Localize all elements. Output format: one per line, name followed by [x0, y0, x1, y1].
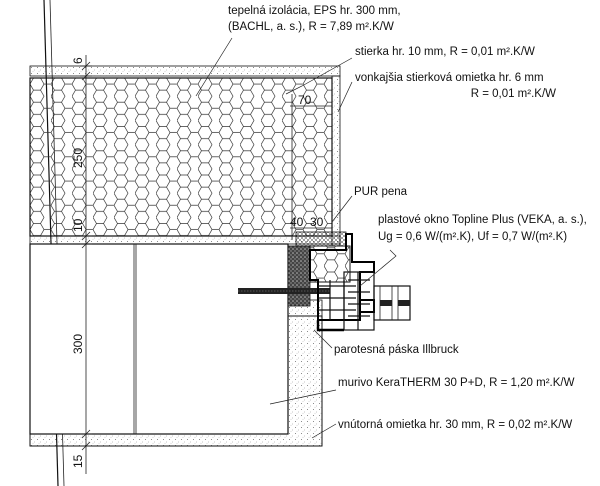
- masonry-wall: [29, 243, 289, 435]
- svg-text:vonkajšia stierková omietka hr: vonkajšia stierková omietka hr. 6 mm: [355, 72, 544, 84]
- glazing-unit: [373, 285, 411, 321]
- callout-pur: PUR pena: [354, 186, 408, 198]
- pur-foam: [287, 245, 311, 307]
- callout-filler: stierka hr. 10 mm, R = 0,01 m².K/W: [355, 46, 535, 58]
- pur-foam-top: [295, 231, 347, 247]
- leader-masonry: [269, 389, 337, 405]
- leader-window: [359, 249, 397, 287]
- leader-render: [337, 81, 353, 113]
- svg-text:tepelná izolácia, EPS hr. 300: tepelná izolácia, EPS hr. 300 mm,: [228, 5, 401, 17]
- detail-dim-40: 40: [290, 215, 304, 229]
- vapour-tape: [316, 320, 344, 332]
- filler-layer: [29, 235, 341, 245]
- svg-text:(BACHL, a. s.), R = 7,89 m².K/: (BACHL, a. s.), R = 7,89 m².K/W: [228, 21, 394, 33]
- callout-window: plastové okno Topline Plus (VEKA, a. s.)…: [378, 214, 587, 243]
- callout-insulation: tepelná izolácia, EPS hr. 300 mm, (BACHL…: [228, 5, 401, 33]
- callout-plaster: vnútorná omietka hr. 30 mm, R = 0,02 m².…: [338, 419, 572, 431]
- leader-tape: [313, 329, 333, 349]
- dim-plaster: 15: [71, 454, 85, 468]
- leader-plaster: [311, 423, 337, 439]
- svg-text:murivo KeraTHERM 30 P+D, R = 1: murivo KeraTHERM 30 P+D, R = 1,20 m².K/W: [338, 377, 575, 389]
- frame-insulation: [309, 245, 351, 283]
- callout-render: vonkajšia stierková omietka hr. 6 mm R =…: [355, 72, 556, 100]
- dim-filler: 10: [71, 218, 85, 232]
- eps-insulation: [29, 77, 333, 237]
- dimension-chain: [80, 55, 92, 474]
- detail-dim-70: 70: [298, 93, 312, 107]
- leader-insulation: [195, 37, 233, 97]
- render-top-band: [29, 65, 341, 77]
- svg-text:stierka hr. 10 mm, R = 0,01 m²: stierka hr. 10 mm, R = 0,01 m².K/W: [355, 46, 535, 58]
- leader-filler: [285, 57, 353, 95]
- svg-text:vnútorná omietka hr. 30 mm, R: vnútorná omietka hr. 30 mm, R = 0,02 m².…: [338, 419, 572, 431]
- leader-pur: [331, 195, 353, 223]
- svg-text:plastové okno Topline Plus (VE: plastové okno Topline Plus (VEKA, a. s.)…: [378, 214, 587, 226]
- dim-render: 6: [71, 57, 85, 64]
- callout-tape: parotesná páska Illbruck: [334, 344, 459, 356]
- svg-text:Ug = 0,6 W/(m².K), Uf = 0,7 W/: Ug = 0,6 W/(m².K), Uf = 0,7 W/(m².K): [378, 231, 567, 243]
- dim-masonry: 300: [71, 334, 85, 354]
- callout-masonry: murivo KeraTHERM 30 P+D, R = 1,20 m².K/W: [338, 377, 575, 389]
- svg-text:PUR pena: PUR pena: [354, 186, 408, 198]
- detail-dim-30: 30: [310, 215, 324, 229]
- svg-text:R = 0,01 m².K/W: R = 0,01 m².K/W: [471, 88, 556, 100]
- svg-text:parotesná páska Illbruck: parotesná páska Illbruck: [334, 344, 459, 356]
- dim-insulation: 250: [71, 148, 85, 168]
